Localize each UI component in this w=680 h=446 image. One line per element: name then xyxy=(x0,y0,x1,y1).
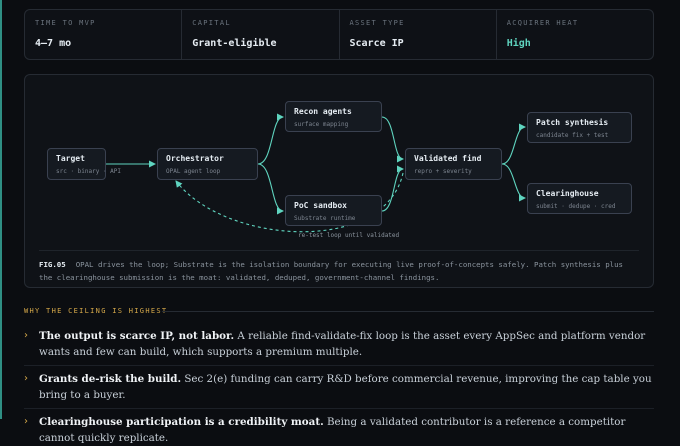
stat-label: ASSET TYPE xyxy=(349,19,405,27)
reason-text: A reliable find-validate-fix loop is the… xyxy=(39,330,646,358)
figure-label: FIG.05 xyxy=(39,260,66,269)
node-subtitle: repro + severity xyxy=(414,168,472,175)
node-title: Recon agents xyxy=(294,107,352,116)
reason-heading: The output is scarce IP, not labor. xyxy=(39,330,235,342)
edge-retest-loop xyxy=(175,172,404,233)
stat-asset-type: ASSET TYPE Scarce IP xyxy=(340,10,497,59)
reason-heading: Grants de-risk the build. xyxy=(39,373,182,385)
diagram-edges xyxy=(106,113,526,233)
node-title: Orchestrator xyxy=(166,154,224,163)
edge-orchestrator-poc xyxy=(257,163,284,215)
node-subtitle: Substrate runtime xyxy=(294,215,356,222)
reason-text: Sec 2(e) funding can carry R&D before co… xyxy=(39,373,652,401)
stat-label: CAPITAL xyxy=(192,19,231,27)
stats-bar: TIME TO MVP 4–7 mo CAPITAL Grant-eligibl… xyxy=(24,9,654,60)
stat-value: Grant-eligible xyxy=(192,38,277,49)
edge-orchestrator-recon xyxy=(257,113,284,165)
chevron-right-icon: › xyxy=(24,416,28,427)
stat-value: High xyxy=(506,38,531,49)
list-item: › Clearinghouse participation is a credi… xyxy=(24,408,654,446)
caption-divider xyxy=(39,250,639,251)
node-clearinghouse: Clearinghouse submit · dedupe · cred xyxy=(527,183,632,214)
diagram-card: Target src · binary · API Orchestrator O… xyxy=(24,74,654,288)
node-subtitle: OPAL agent loop xyxy=(166,168,221,175)
node-title: Patch synthesis xyxy=(536,118,609,127)
node-validated-find: Validated find repro + severity xyxy=(405,148,502,180)
edge-validated-patch xyxy=(501,123,526,165)
stat-capital: CAPITAL Grant-eligible xyxy=(182,10,340,59)
stat-label: TIME TO MVP xyxy=(35,19,96,27)
node-subtitle: submit · dedupe · cred xyxy=(536,203,616,210)
node-orchestrator: Orchestrator OPAL agent loop xyxy=(157,148,258,180)
retest-loop-label: re-test loop until validated xyxy=(298,232,400,239)
node-title: Clearinghouse xyxy=(536,189,599,198)
node-title: PoC sandbox xyxy=(294,201,347,210)
stat-value: 4–7 mo xyxy=(35,38,72,49)
node-subtitle: src · binary · API xyxy=(56,168,122,175)
stat-time-to-mvp: TIME TO MVP 4–7 mo xyxy=(25,10,183,59)
section-title: WHY THE CEILING IS HIGHEST xyxy=(24,307,168,315)
node-patch-synthesis: Patch synthesis candidate fix + test xyxy=(527,112,632,143)
node-poc-sandbox: PoC sandbox Substrate runtime xyxy=(285,195,382,226)
node-subtitle: surface mapping xyxy=(294,121,349,128)
node-recon-agents: Recon agents surface mapping xyxy=(285,101,382,132)
list-item: › The output is scarce IP, not labor. A … xyxy=(24,328,654,360)
edge-poc-validated xyxy=(381,165,404,212)
node-target: Target src · binary · API xyxy=(47,148,122,180)
section-divider xyxy=(162,311,654,312)
stat-value: Scarce IP xyxy=(349,38,404,49)
node-title: Validated find xyxy=(414,154,482,163)
stat-label: ACQUIRER HEAT xyxy=(506,19,579,27)
reason-heading: Clearinghouse participation is a credibi… xyxy=(39,416,324,428)
caption-text: OPAL drives the loop; Substrate is the i… xyxy=(39,260,623,282)
edge-recon-validated xyxy=(381,116,404,163)
reasons-list: › The output is scarce IP, not labor. A … xyxy=(24,328,654,446)
stat-acquirer-heat: ACQUIRER HEAT High xyxy=(497,10,653,59)
list-item: › Grants de-risk the build. Sec 2(e) fun… xyxy=(24,365,654,403)
node-title: Target xyxy=(56,154,85,163)
edge-validated-clearinghouse xyxy=(501,163,526,202)
chevron-right-icon: › xyxy=(24,330,28,341)
left-accent-rule xyxy=(0,0,2,419)
chevron-right-icon: › xyxy=(24,373,28,384)
node-subtitle: candidate fix + test xyxy=(536,132,609,139)
